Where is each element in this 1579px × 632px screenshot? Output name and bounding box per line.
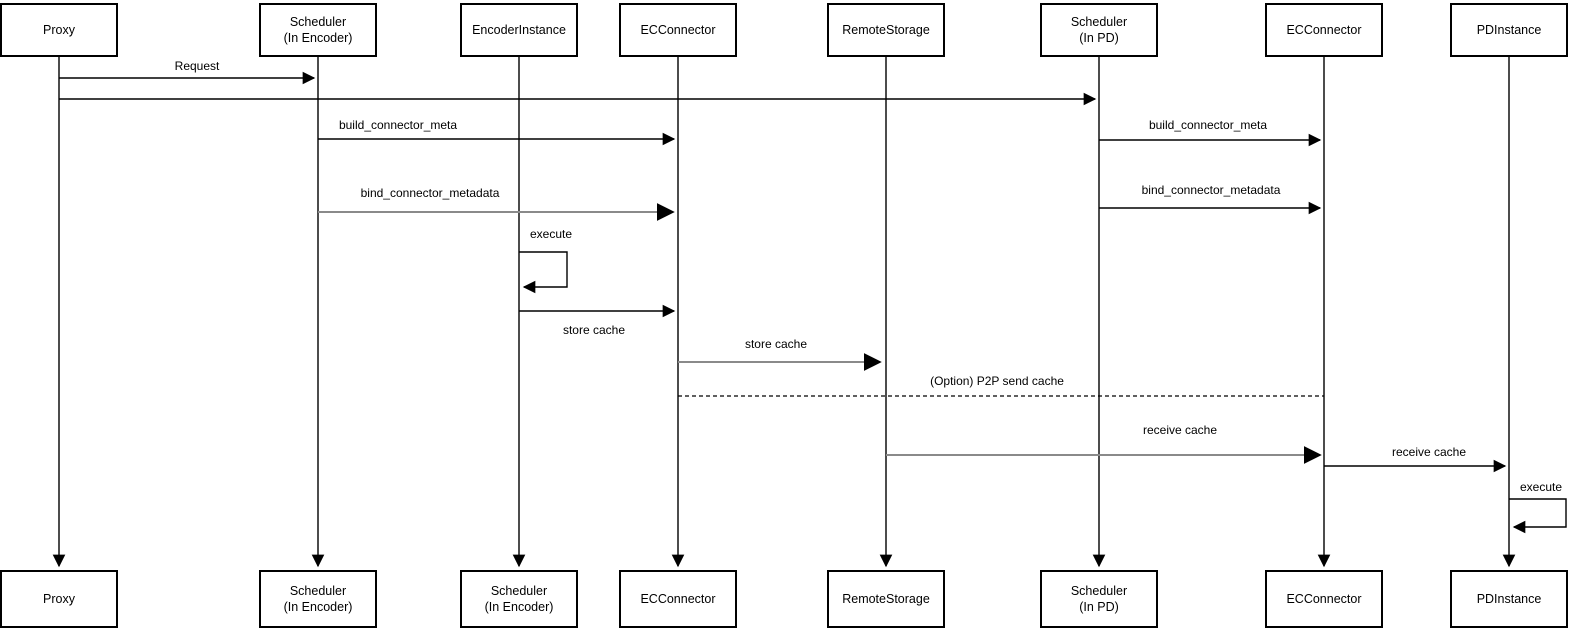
actor-bottom-ec-connector: ECConnector — [619, 570, 737, 628]
actor-label: RemoteStorage — [842, 591, 930, 606]
actor-label: PDInstance — [1476, 591, 1542, 606]
message-label-bind-connector-metadata-left: bind_connector_metadata — [358, 186, 502, 200]
message-arrow-execute-self-loop-encoder — [519, 251, 568, 294]
actor-top-proxy: Proxy — [0, 3, 118, 57]
message-label-store-cache-2: store cache — [742, 337, 810, 351]
message-label-execute-pd: execute — [1517, 480, 1565, 494]
actor-top-ec-connector: ECConnector — [619, 3, 737, 57]
actor-label: Scheduler — [490, 583, 548, 598]
actor-top-pd-instance: PDInstance — [1450, 3, 1568, 57]
actor-sublabel: (In PD) — [1079, 600, 1119, 614]
actor-top-scheduler-pd: Scheduler (In PD) — [1040, 3, 1158, 57]
actor-sublabel: (In Encoder) — [484, 600, 554, 614]
actor-bottom-remote-storage: RemoteStorage — [827, 570, 945, 628]
message-label-bind-connector-metadata-right: bind_connector_metadata — [1139, 183, 1283, 197]
actor-label: EncoderInstance — [472, 22, 566, 37]
actor-bottom-proxy: Proxy — [0, 570, 118, 628]
actor-top-scheduler-encoder: Scheduler (In Encoder) — [259, 3, 377, 57]
message-label-build-connector-meta-right: build_connector_meta — [1146, 118, 1270, 132]
actor-label: ECConnector — [1286, 22, 1362, 37]
message-label-build-connector-meta-left: build_connector_meta — [336, 118, 460, 132]
actor-bottom-scheduler-pd: Scheduler (In PD) — [1040, 570, 1158, 628]
message-label-p2p-send-cache: (Option) P2P send cache — [928, 374, 1066, 388]
actor-label: ECConnector — [640, 22, 716, 37]
actor-sublabel: (In Encoder) — [283, 31, 353, 45]
message-label-request: Request — [172, 59, 222, 73]
actor-label: Proxy — [43, 22, 75, 37]
actor-label: Scheduler — [289, 14, 347, 29]
message-label-receive-cache-2: receive cache — [1389, 445, 1469, 459]
actor-label: ECConnector — [1286, 591, 1362, 606]
actor-bottom-ec-connector-2: ECConnector — [1265, 570, 1383, 628]
actor-bottom-pd-instance: PDInstance — [1450, 570, 1568, 628]
actor-label: PDInstance — [1476, 22, 1542, 37]
message-label-store-cache-1: store cache — [560, 323, 628, 337]
actor-label: Scheduler — [1070, 14, 1128, 29]
actor-label: RemoteStorage — [842, 22, 930, 37]
actor-bottom-scheduler-encoder: Scheduler (In Encoder) — [259, 570, 377, 628]
actor-top-encoder-instance: EncoderInstance — [460, 3, 578, 57]
actor-bottom-scheduler-encoder-2: Scheduler (In Encoder) — [460, 570, 578, 628]
actor-label: Scheduler — [289, 583, 347, 598]
actor-sublabel: (In PD) — [1079, 31, 1119, 45]
message-label-receive-cache-1: receive cache — [1140, 423, 1220, 437]
message-arrow-execute-self-loop-pd — [1509, 498, 1567, 534]
actor-top-ec-connector-2: ECConnector — [1265, 3, 1383, 57]
actor-label: ECConnector — [640, 591, 716, 606]
actor-sublabel: (In Encoder) — [283, 600, 353, 614]
message-label-execute-encoder: execute — [527, 227, 575, 241]
actor-label: Proxy — [43, 591, 75, 606]
actor-top-remote-storage: RemoteStorage — [827, 3, 945, 57]
actor-label: Scheduler — [1070, 583, 1128, 598]
